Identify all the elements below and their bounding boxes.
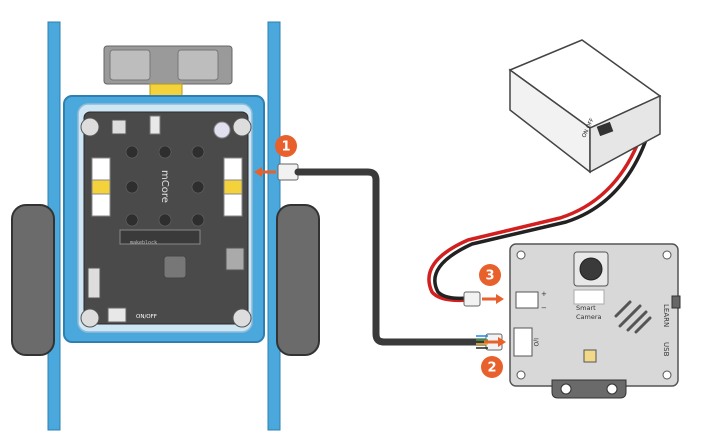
power-jack: [107, 307, 127, 323]
screw-icon: [232, 308, 252, 328]
step-badge: [479, 264, 501, 286]
regulator: [225, 247, 245, 271]
step-number: 2: [487, 361, 496, 376]
screw-icon: [232, 117, 252, 137]
step-badge: [275, 135, 297, 157]
led: [149, 115, 161, 135]
header-strip: [119, 229, 201, 245]
port-right: [223, 157, 243, 217]
learn-label: LEARN: [662, 304, 670, 327]
step-number: 1: [281, 140, 290, 155]
board-holes: [125, 145, 205, 227]
step-3: 3: [479, 264, 504, 304]
buzzer-icon: [213, 121, 231, 139]
power-switch: [87, 267, 101, 299]
cables: [294, 136, 648, 346]
camera-name-line2: Camera: [576, 313, 602, 321]
minus-label: −: [541, 304, 547, 312]
plus-label: +: [541, 290, 547, 298]
black-wire: [433, 138, 648, 301]
wheel-left: [11, 204, 55, 356]
mount-tab: [551, 379, 627, 399]
speaker-grille: [614, 300, 652, 334]
camera-name-line1: Smart: [576, 304, 596, 312]
ultrasonic-transducer-left: [109, 49, 151, 81]
red-wire: [427, 136, 642, 303]
io-connector: [513, 327, 533, 357]
status-led: [583, 349, 597, 363]
step-2: 2: [481, 337, 506, 378]
lens-icon: [579, 257, 603, 281]
arrow-right-icon: [496, 294, 504, 304]
usb-label: USB: [662, 342, 670, 357]
screw-icon: [80, 308, 100, 328]
board-label: mCore: [159, 170, 170, 203]
step-number: 3: [485, 269, 494, 284]
silk-label: makeblock: [130, 240, 157, 246]
reset-button: [111, 119, 127, 135]
wheel-right: [276, 204, 320, 356]
power-label: ON/OFF: [136, 314, 157, 320]
power-connector: [515, 291, 539, 309]
power-plug: [463, 291, 481, 307]
battery-switch: [596, 121, 614, 137]
arrow-right-icon: [498, 337, 506, 347]
black-cable: [294, 168, 490, 346]
ultrasonic-transducer-right: [177, 49, 219, 81]
battery-box: ON OFF: [508, 39, 662, 174]
robot: mCore ON/OFF makeblock: [11, 21, 320, 431]
port-left: [91, 157, 111, 217]
arrow-left-icon: [254, 167, 262, 177]
crystal: [163, 255, 187, 279]
step-badge: [481, 356, 503, 378]
io-label: I/O: [532, 338, 539, 347]
smart-camera: Smart Camera LEARN USB + − I/O: [463, 243, 681, 399]
step-1: 1: [254, 135, 297, 177]
screw-icon: [80, 117, 100, 137]
learn-button: [671, 295, 681, 309]
